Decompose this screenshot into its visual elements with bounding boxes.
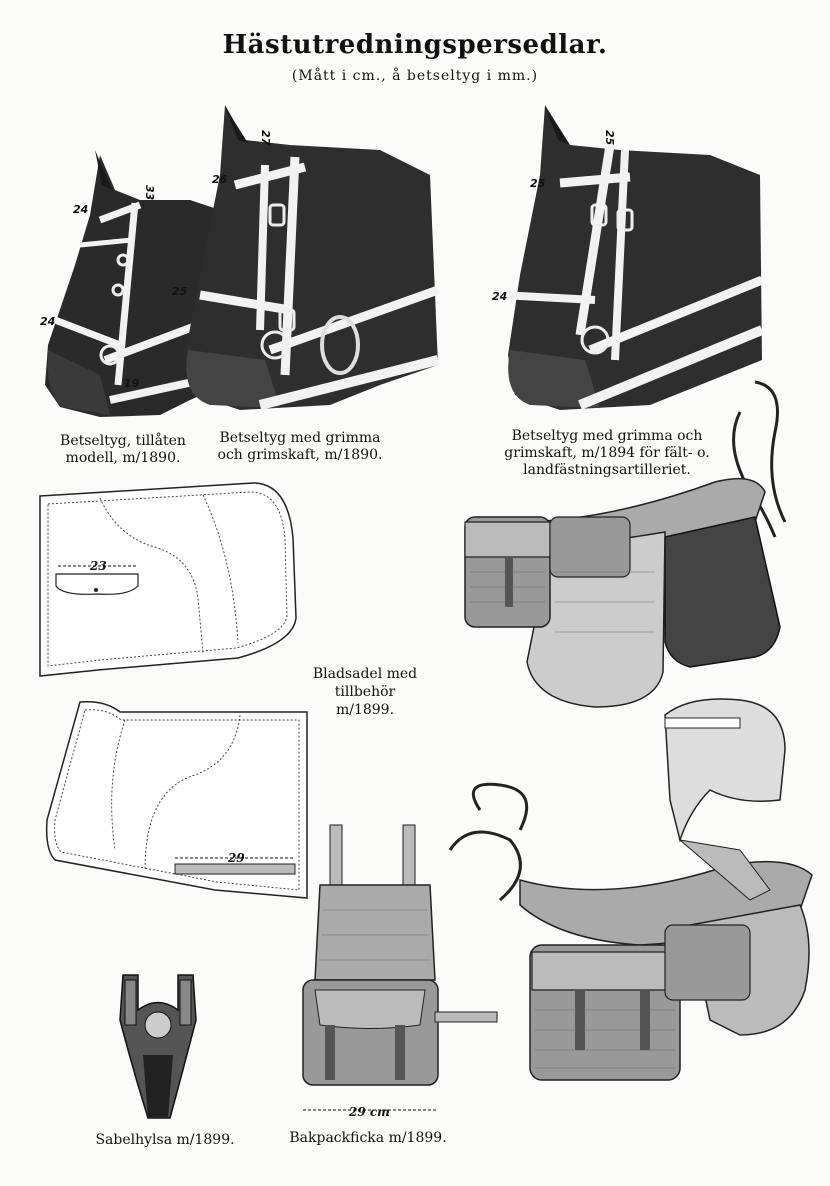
horse1-measure-19: 19 <box>124 377 140 390</box>
page-subtitle: (Mått i cm., å betseltyg i mm.) <box>291 68 539 84</box>
horse3-measure-top: 25 <box>603 130 616 146</box>
pad-top-measure: 23 <box>89 559 107 573</box>
page-title: Hästutredningspersedlar. <box>222 30 608 60</box>
back-pocket-illustration: 29 cm <box>302 824 498 1119</box>
caption-line: modell, m/1890. <box>65 450 181 466</box>
horse3-measure-25: 25 <box>530 177 546 190</box>
horse2-measure-26: 26 <box>212 173 228 186</box>
horse-head-1894-illustration: 25 25 24 <box>492 105 764 410</box>
caption-line: Betseltyg, tillåten <box>60 433 186 449</box>
horse1-measure-24b: 24 <box>40 315 55 328</box>
caption-bridle-1890-allowed: Betseltyg, tillåten modell, m/1890. <box>38 433 208 467</box>
saddle-pad-bottom-illustration: 29 <box>45 700 308 899</box>
caption-bridle-1890-halter: Betseltyg med grimma och grimskaft, m/18… <box>205 430 395 464</box>
caption-line: tillbehör <box>334 684 396 700</box>
caption-line: Betseltyg med grimma och <box>511 428 703 444</box>
saddle-pad-top-illustration: 23 <box>39 482 297 677</box>
pad-bottom-measure: 29 <box>227 851 245 865</box>
horse1-measure-33: 33 <box>143 185 156 201</box>
caption-line: m/1899. <box>335 702 395 718</box>
caption-sabre-holder: Sabelhylsa m/1899. <box>95 1132 235 1148</box>
caption-line: Betseltyg med grimma <box>219 430 381 446</box>
caption-bridle-1894: Betseltyg med grimma och grimskaft, m/18… <box>492 428 722 479</box>
saddle-side-view-illustration <box>448 698 813 1081</box>
caption-line: landfästningsartilleriet. <box>523 462 691 478</box>
caption-line: grimskaft, m/1894 för fält- o. <box>504 445 710 461</box>
caption-back-pocket: Bakpackficka m/1899. <box>289 1130 447 1146</box>
saddle-with-bags-illustration <box>464 380 787 708</box>
caption-saddle: Bladsadel med tillbehör m/1899. <box>300 665 430 719</box>
caption-line: och grimskaft, m/1890. <box>217 447 383 463</box>
sabre-holder-illustration <box>119 974 197 1119</box>
horse-head-1890-halter-illustration: 27 26 <box>185 105 440 410</box>
horse2-measure-27: 27 <box>259 130 272 146</box>
horse3-measure-24: 24 <box>492 290 507 303</box>
horse1-measure-25: 25 <box>172 285 188 298</box>
horse1-measure-24a: 24 <box>73 203 88 216</box>
back-pocket-measure: 29 cm <box>348 1105 390 1119</box>
caption-line: Bladsadel med <box>312 666 418 682</box>
